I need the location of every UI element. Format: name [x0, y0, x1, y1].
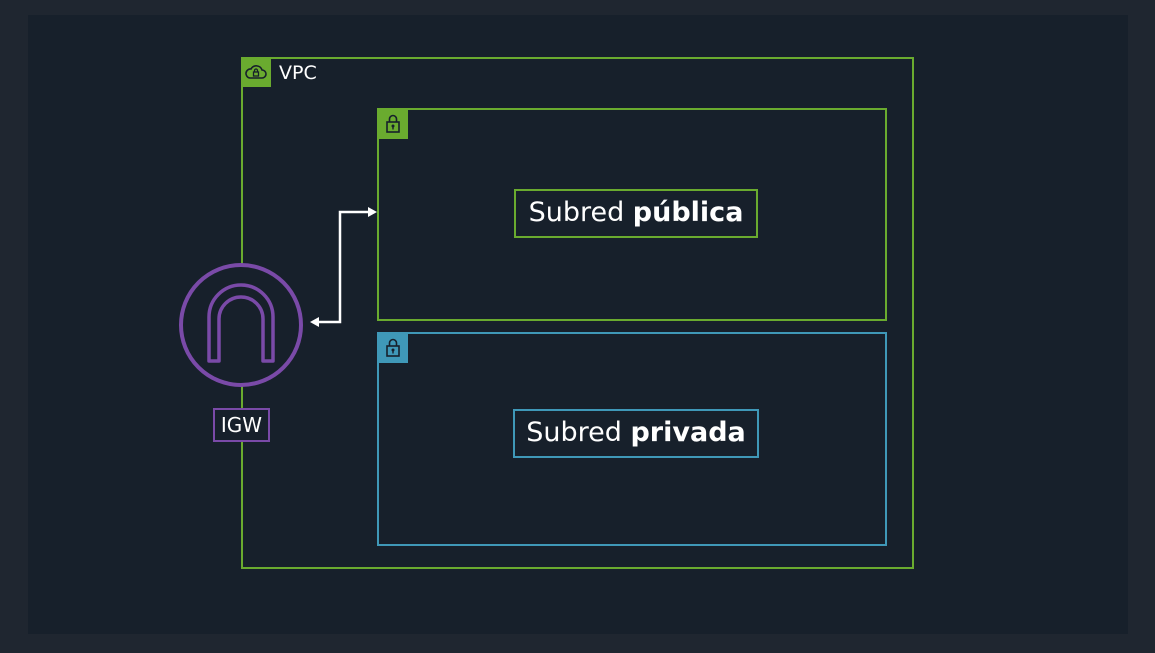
internet-gateway-icon: [178, 262, 306, 388]
private-subnet-container: [377, 332, 887, 546]
public-subnet-container: [377, 108, 887, 321]
lock-icon: [378, 109, 408, 139]
vpc-label: VPC: [279, 62, 317, 84]
bidirectional-arrow-icon: [310, 207, 377, 327]
lock-icon: [378, 333, 408, 363]
public-subnet-title: Subred pública: [514, 189, 758, 238]
private-subnet-title: Subred privada: [513, 409, 759, 458]
private-subnet-label-regular: Subred: [526, 417, 631, 448]
igw-label: IGW: [213, 408, 270, 442]
cloud-lock-icon: [241, 57, 271, 87]
public-subnet-label-regular: Subred: [528, 197, 633, 228]
public-subnet-label-bold: pública: [632, 197, 744, 228]
private-subnet-label-bold: privada: [630, 417, 746, 448]
